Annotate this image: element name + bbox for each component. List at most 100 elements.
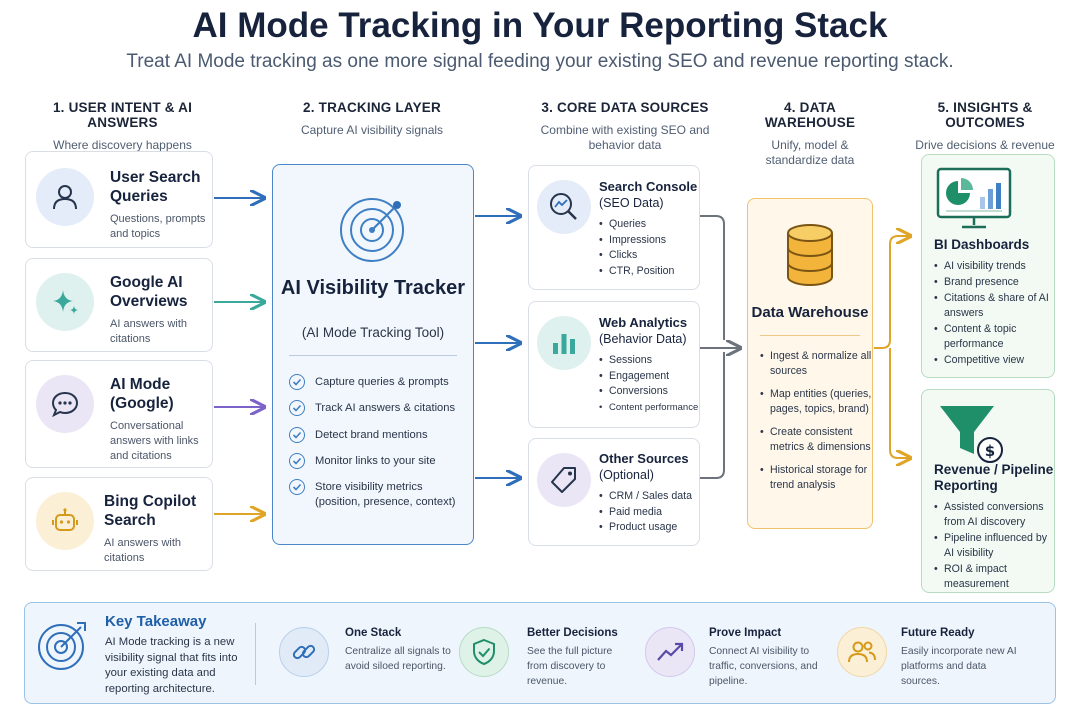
intent-card-ai-mode: AI Mode (Google) Conversational answers … — [25, 360, 213, 468]
warehouse-item: Map entities (queries, pages, topics, br… — [760, 387, 872, 417]
funnel-dollar-icon: $ — [938, 402, 1008, 466]
column-heading-title: 3. CORE DATA SOURCES — [541, 100, 709, 115]
user-icon — [36, 168, 94, 226]
outcome-item: AI visibility trends — [934, 259, 1054, 274]
source-subtitle: (Optional) — [599, 468, 654, 482]
column-heading-sub: Unify, model & standardize data — [765, 138, 855, 167]
outcome-title: Revenue / Pipeline Reporting — [934, 462, 1054, 493]
benefit-body: Easily incorporate new AI platforms and … — [901, 646, 1017, 687]
svg-text:$: $ — [985, 442, 995, 460]
takeaway-title: Key Takeaway — [105, 613, 207, 630]
column-heading-title: 1. USER INTENT & AI ANSWERS — [52, 100, 193, 130]
column-heading-warehouse: 4. DATA WAREHOUSE Unify, model & standar… — [740, 100, 880, 168]
intent-card-desc: AI answers with citations — [104, 537, 182, 564]
outcome-card-bi-dashboards: BI Dashboards AI visibility trends Brand… — [921, 154, 1055, 378]
link-icon — [279, 627, 329, 677]
source-subtitle: (SEO Data) — [599, 196, 664, 210]
source-item: Paid media — [599, 505, 699, 521]
warehouse-item: Ingest & normalize all sources — [760, 349, 872, 379]
source-item: Conversions — [599, 384, 699, 400]
check-icon — [289, 479, 305, 495]
source-item: Product usage — [599, 520, 699, 536]
connector-other-to-warehouse — [700, 352, 725, 479]
tracker-item: Detect brand mentions — [289, 427, 469, 443]
outcome-item: Brand presence — [934, 275, 1054, 290]
benefit-title: Better Decisions — [527, 627, 618, 639]
benefit-title: Prove Impact — [709, 627, 782, 639]
source-item: CRM / Sales data — [599, 489, 699, 505]
dashboard-icon — [936, 167, 1012, 231]
column-heading-outcomes: 5. INSIGHTS & OUTCOMES Drive decisions &… — [900, 100, 1070, 153]
search-analytics-icon — [537, 180, 591, 234]
tracker-subtitle: (AI Mode Tracking Tool) — [301, 325, 445, 340]
check-icon — [289, 427, 305, 443]
key-takeaway-panel: Key Takeaway AI Mode tracking is a new v… — [24, 602, 1056, 704]
tracker-item: Capture queries & prompts — [289, 374, 469, 390]
outcome-card-revenue-pipeline: $ Revenue / Pipeline Reporting Assisted … — [921, 389, 1055, 593]
chat-icon — [36, 375, 94, 433]
source-item: Queries — [599, 217, 699, 233]
sparkle-icon — [36, 273, 94, 331]
check-icon — [289, 453, 305, 469]
source-item: Content performance — [599, 400, 699, 416]
column-heading-sub: Capture AI visibility signals — [300, 123, 444, 137]
connector-console-to-warehouse — [700, 215, 725, 340]
intent-card-bing-copilot: Bing Copilot Search AI answers with cita… — [25, 477, 213, 571]
benefit-title: Future Ready — [901, 627, 975, 639]
intent-card-title: User Search Queries — [110, 169, 201, 205]
outcome-item: Content & topic performance — [934, 322, 1054, 352]
benefit-body: Centralize all signals to avoid siloed r… — [345, 646, 451, 672]
page-subtitle: Treat AI Mode tracking as one more signa… — [126, 51, 954, 72]
database-icon — [784, 223, 836, 289]
tracker-title: AI Visibility Tracker — [280, 277, 466, 299]
tracker-item-label: Detect brand mentions — [315, 429, 428, 441]
source-card-web-analytics: Web Analytics (Behavior Data) Sessions E… — [528, 301, 700, 428]
shield-check-icon — [459, 627, 509, 677]
source-subtitle: (Behavior Data) — [599, 332, 687, 346]
outcome-item: Pipeline influenced by AI visibility — [934, 531, 1056, 561]
source-title: Other Sources — [599, 451, 689, 466]
trend-up-icon — [645, 627, 695, 677]
tracker-item: Monitor links to your site — [289, 453, 469, 469]
robot-icon — [36, 492, 94, 550]
column-heading-intent: 1. USER INTENT & AI ANSWERS Where discov… — [20, 100, 225, 153]
takeaway-divider — [255, 623, 256, 685]
outcome-item: Competitive view — [934, 353, 1054, 368]
source-item: Engagement — [599, 369, 699, 385]
warehouse-divider — [760, 335, 860, 336]
intent-card-title: AI Mode (Google) — [110, 376, 174, 412]
source-card-other: Other Sources (Optional) CRM / Sales dat… — [528, 438, 700, 546]
source-card-search-console: Search Console (SEO Data) Queries Impres… — [528, 165, 700, 290]
tracker-item: Track AI answers & citations — [289, 400, 469, 416]
column-heading-title: 4. DATA WAREHOUSE — [764, 100, 856, 130]
intent-card-desc: Questions, prompts and topics — [110, 213, 206, 240]
column-heading-title: 5. INSIGHTS & OUTCOMES — [937, 100, 1033, 130]
connector-warehouse-to-outcomes — [874, 236, 910, 349]
outcome-title: BI Dashboards — [934, 237, 1030, 252]
warehouse-title: Data Warehouse — [751, 304, 869, 321]
target-icon — [339, 193, 409, 263]
intent-card-user-queries: User Search Queries Questions, prompts a… — [25, 151, 213, 248]
source-item: Clicks — [599, 248, 699, 264]
data-warehouse-panel: Data Warehouse Ingest & normalize all so… — [747, 198, 873, 529]
column-heading-sub: Where discovery happens — [53, 138, 192, 152]
benefit-body: Connect AI visibility to traffic, conver… — [709, 646, 818, 687]
tracker-item-label: Capture queries & prompts — [315, 376, 449, 388]
benefit-title: One Stack — [345, 627, 402, 639]
target-icon — [37, 619, 89, 671]
intent-card-desc: Conversational answers with links and ci… — [110, 420, 199, 462]
tracker-divider — [289, 355, 457, 356]
column-heading-tracking: 2. TRACKING LAYER Capture AI visibility … — [272, 100, 472, 138]
source-item: Sessions — [599, 353, 699, 369]
column-heading-sub: Combine with existing SEO and behavior d… — [540, 123, 710, 152]
check-icon — [289, 374, 305, 390]
people-icon — [837, 627, 887, 677]
warehouse-item: Historical storage for trend analysis — [760, 463, 872, 493]
source-title: Search Console — [599, 179, 698, 194]
column-heading-sub: Drive decisions & revenue — [915, 138, 1055, 152]
intent-card-desc: AI answers with citations — [110, 318, 188, 345]
source-item: Impressions — [599, 233, 699, 249]
source-title: Web Analytics — [599, 315, 688, 330]
column-heading-title: 2. TRACKING LAYER — [303, 100, 441, 115]
